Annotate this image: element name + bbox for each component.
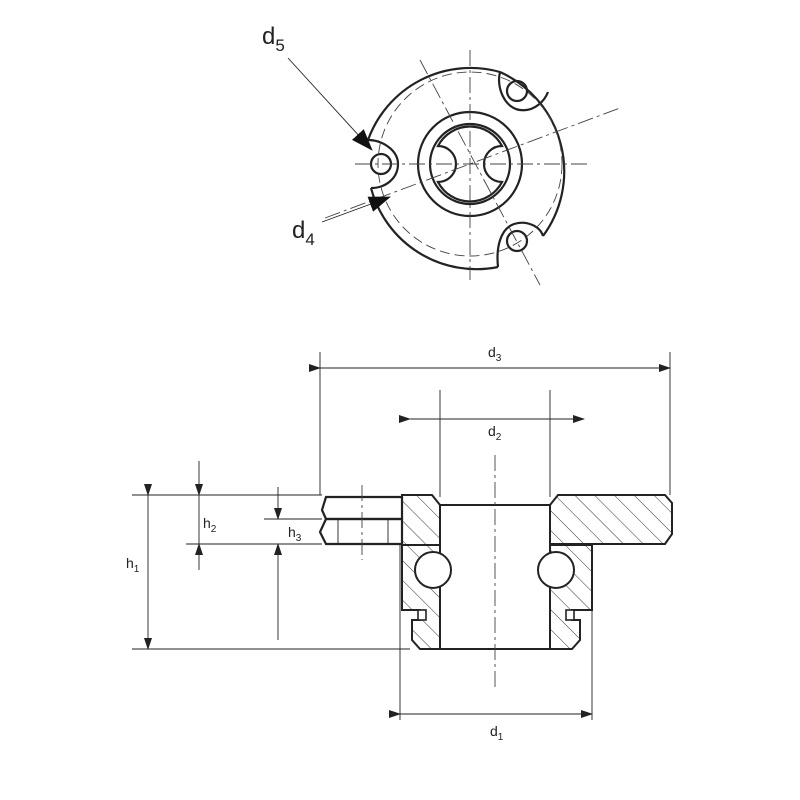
- ball-left: [414, 551, 452, 589]
- mounting-hole-lobe-top: [497, 71, 550, 112]
- d4-leader-arrow: [321, 196, 391, 223]
- label-h2: h2: [203, 515, 217, 535]
- screw-body-left: [318, 517, 404, 546]
- label-d5: d5: [262, 23, 285, 55]
- groove-right: [565, 609, 575, 621]
- mounting-hole-lobe-bottom: [496, 221, 545, 268]
- label-h1: h1: [126, 555, 140, 575]
- d5-leader-arrow: [287, 57, 373, 151]
- ball-right: [537, 551, 575, 589]
- mounting-hole-bottom: [505, 229, 529, 253]
- flange-section-right: [549, 494, 673, 545]
- label-d4: d4: [292, 217, 315, 249]
- label-h3: h3: [288, 524, 302, 544]
- label-d2: d2: [488, 423, 502, 443]
- label-d1: d1: [490, 723, 504, 743]
- mounting-hole-top: [505, 79, 529, 103]
- centerline-d4: [324, 107, 621, 219]
- flange-section-left: [401, 494, 441, 546]
- top-view: d5 d4: [262, 23, 621, 286]
- label-d3: d3: [488, 344, 502, 364]
- centerline-diagonal: [419, 59, 541, 286]
- bore-with-notches: [436, 125, 504, 203]
- groove-left: [417, 609, 427, 621]
- section-view: d3 d2 d1 h1 h2 h3: [126, 344, 673, 743]
